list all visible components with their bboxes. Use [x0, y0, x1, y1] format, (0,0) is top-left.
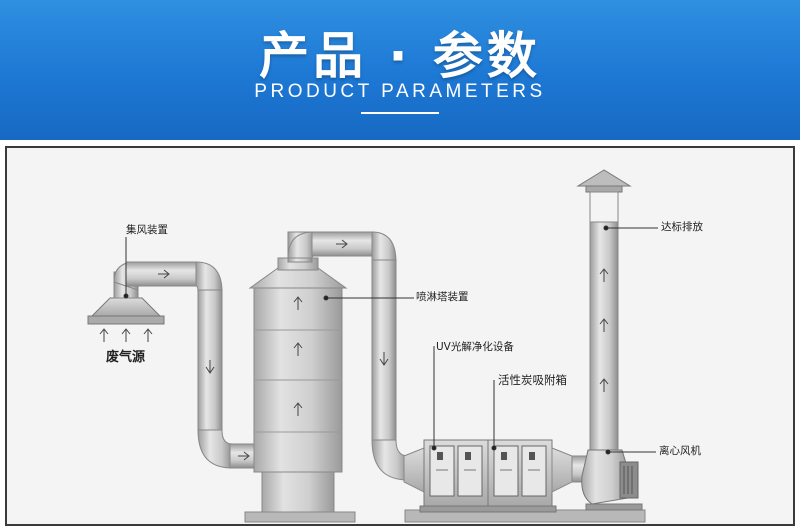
label-centrifugal-fan: 离心风机 [659, 445, 701, 457]
label-uv-unit: UV光解净化设备 [436, 341, 514, 353]
flow-arrow-down-icon [379, 352, 389, 366]
page-title: 产品 · 参数 [259, 27, 541, 85]
flow-arrow-up-icon [121, 328, 131, 342]
label-exhaust-source: 废气源 [106, 350, 146, 365]
flow-arrow-up-icon [143, 328, 153, 342]
flow-arrow-up-icon [99, 328, 109, 342]
flow-arrow-right-icon [336, 239, 348, 249]
flow-arrow-up-icon [293, 342, 303, 356]
flow-arrow-right-icon [238, 451, 250, 461]
header-banner: 产品 · 参数 PRODUCT PARAMETERS [0, 0, 800, 140]
equipment-base [419, 505, 557, 513]
uv-unit [423, 439, 489, 507]
flow-arrow-right-icon [158, 269, 170, 279]
label-collection-hood: 集风装置 [126, 224, 168, 236]
title-underline [361, 112, 439, 114]
duct-transition [551, 447, 573, 493]
page-subtitle: PRODUCT PARAMETERS [254, 81, 546, 102]
duct-elbow [197, 429, 233, 469]
duct-elbow [371, 439, 409, 481]
flow-arrow-up-icon [293, 402, 303, 416]
label-carbon-adsorber: 活性炭吸附箱 [498, 373, 567, 387]
duct [371, 259, 397, 441]
flow-arrow-up-icon [599, 268, 609, 282]
duct-transition [403, 447, 425, 493]
duct-elbow [371, 231, 397, 263]
duct-elbow [195, 261, 223, 293]
exhaust-stack [576, 169, 632, 451]
leader-lines [123, 225, 658, 455]
label-spray-tower: 喷淋塔装置 [416, 291, 469, 303]
spray-tower [248, 257, 348, 513]
ground-slab [244, 511, 356, 523]
flow-arrows [99, 239, 609, 461]
flow-arrow-up-icon [599, 378, 609, 392]
centrifugal-fan [581, 449, 643, 511]
label-exhaust-stack: 达标排放 [661, 221, 703, 233]
flow-arrow-down-icon [205, 360, 215, 374]
flow-arrow-up-icon [293, 296, 303, 310]
carbon-adsorber [487, 439, 553, 507]
flow-arrow-up-icon [599, 318, 609, 332]
